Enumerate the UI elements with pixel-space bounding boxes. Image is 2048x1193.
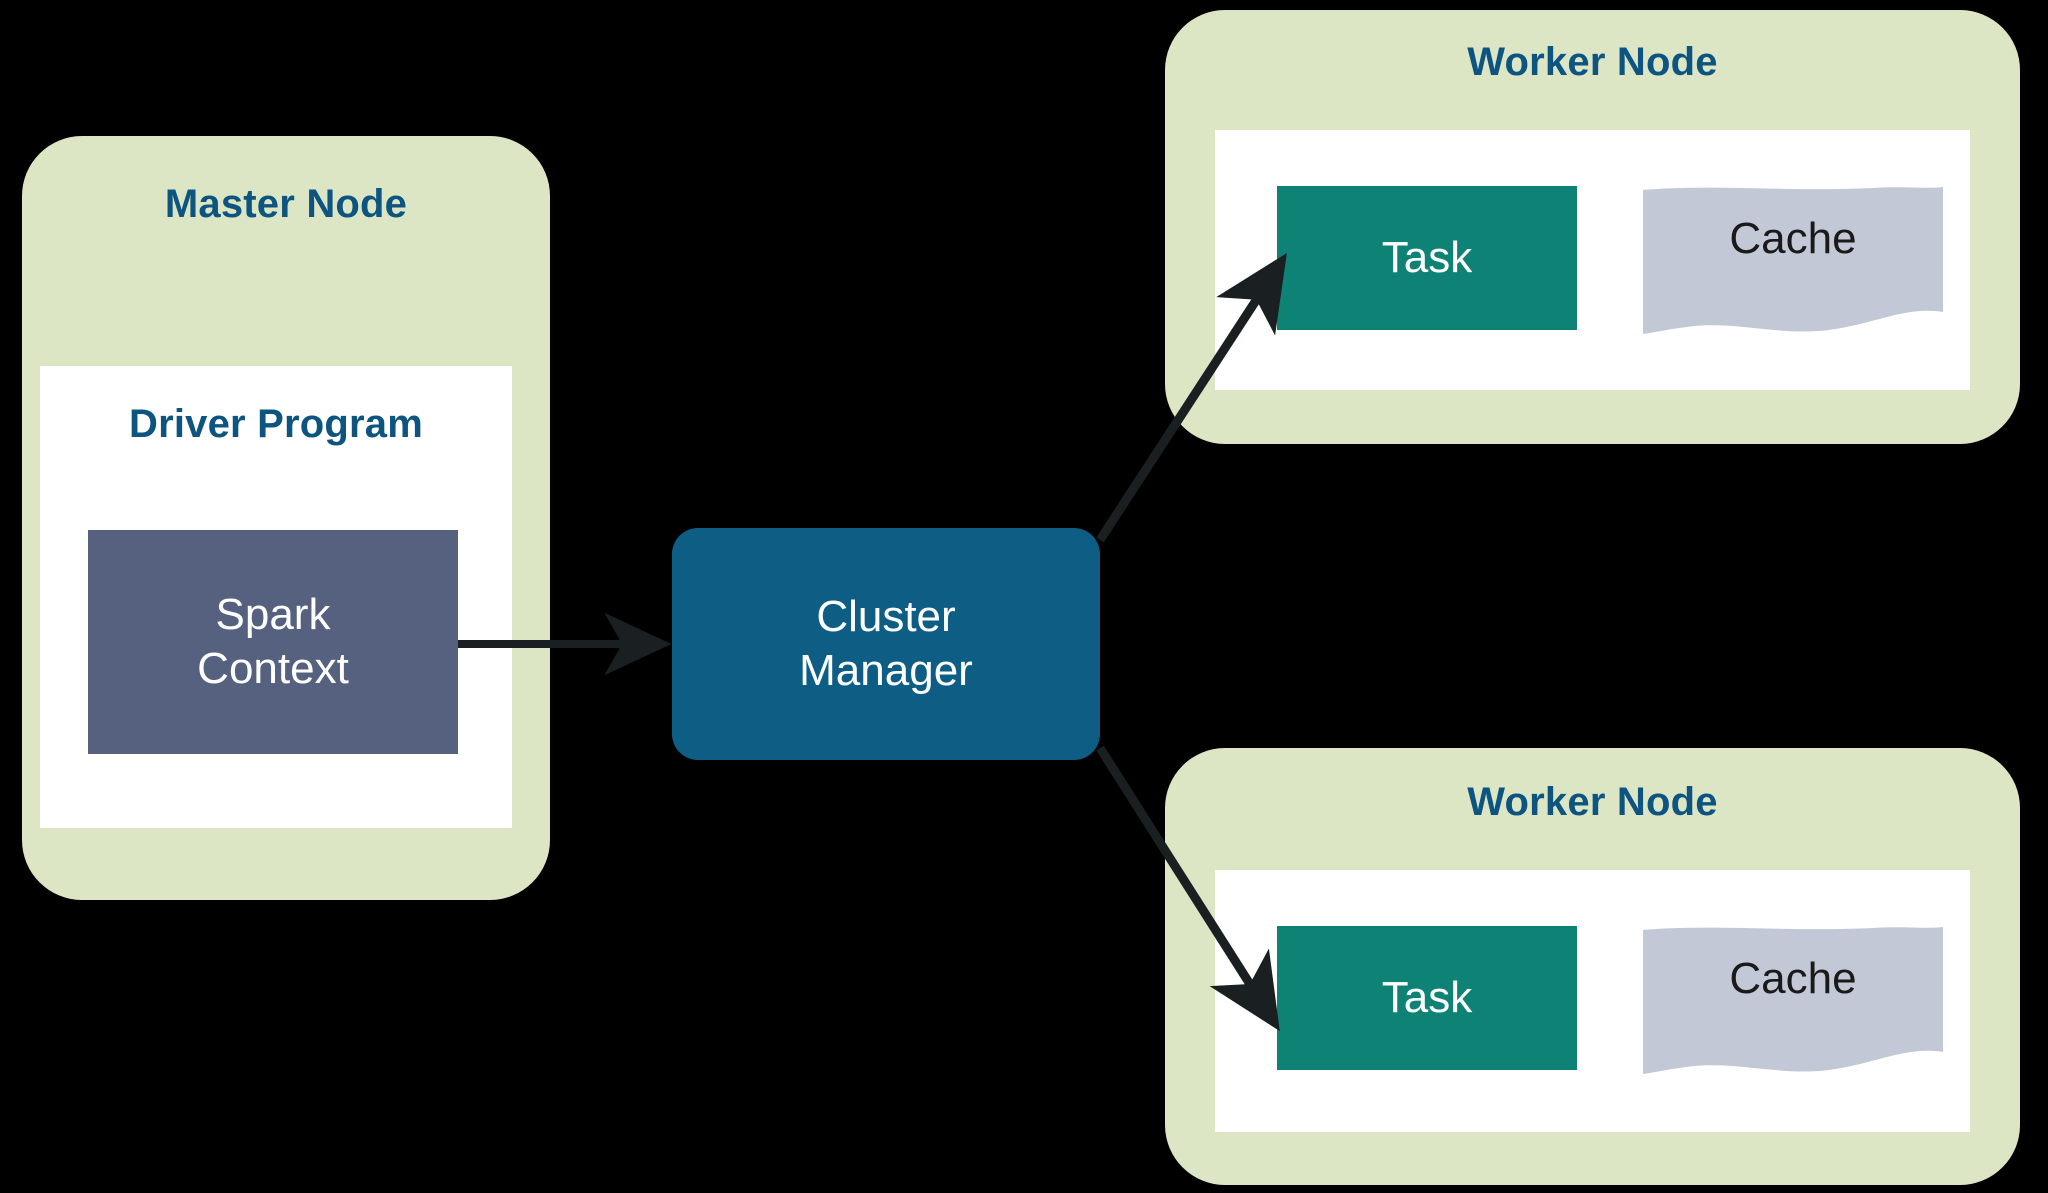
- cache-wave-icon: [1643, 187, 1943, 334]
- spark-context-line2: Context: [197, 644, 349, 693]
- worker-node-2-task-box[interactable]: Task: [1277, 926, 1577, 1070]
- cluster-manager-line1: Cluster: [816, 592, 956, 642]
- worker-node-2-title: Worker Node: [1467, 780, 1718, 824]
- worker-node-1-panel: Task Cache: [1215, 130, 1970, 390]
- cluster-manager-box[interactable]: Cluster Manager: [672, 528, 1100, 760]
- worker-node-1-cache-shape[interactable]: Cache: [1643, 186, 1943, 334]
- worker-node-1-task-box[interactable]: Task: [1277, 186, 1577, 330]
- worker-node-2-container: Worker Node Task Cache: [1165, 748, 2020, 1185]
- worker-node-2-cache-shape[interactable]: Cache: [1643, 926, 1943, 1074]
- worker-node-1-container: Worker Node Task Cache: [1165, 10, 2020, 444]
- worker-node-2-task-label: Task: [1381, 973, 1473, 1022]
- master-node-title: Master Node: [164, 182, 408, 226]
- cache-wave-icon: [1643, 927, 1943, 1074]
- worker-node-1-title: Worker Node: [1467, 40, 1718, 84]
- worker-node-2-cache-label: Cache: [1729, 954, 1857, 1003]
- spark-context-box[interactable]: Spark Context: [88, 530, 458, 754]
- worker-node-1-task-label: Task: [1381, 233, 1473, 282]
- cluster-manager-line2: Manager: [799, 646, 973, 695]
- worker-node-2-panel: Task Cache: [1215, 870, 1970, 1132]
- worker-node-1-cache-label: Cache: [1729, 214, 1857, 263]
- driver-program-title: Driver Program: [128, 402, 424, 446]
- spark-context-line1: Spark: [215, 590, 331, 640]
- driver-program-panel: Driver Program Spark Context: [40, 366, 512, 828]
- master-node-container: Master Node Driver Program Spark Context: [22, 136, 550, 900]
